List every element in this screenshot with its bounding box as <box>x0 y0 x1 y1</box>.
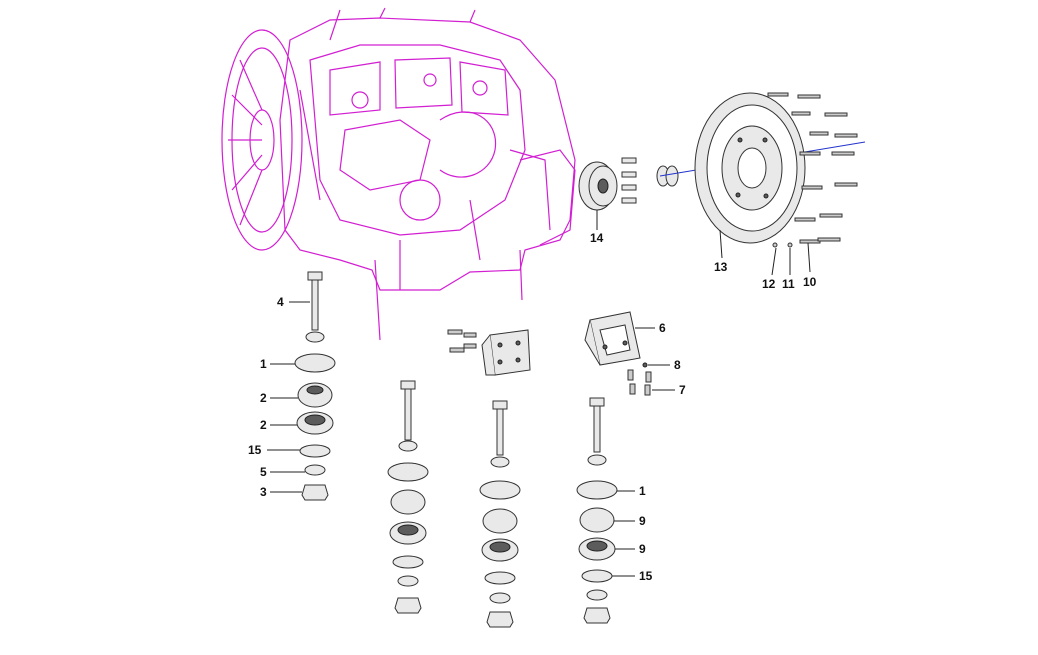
callout-14: 14 <box>590 231 604 245</box>
callout-13: 13 <box>714 260 728 274</box>
flywheel-part-13 <box>694 92 806 244</box>
engine-assembly <box>221 7 576 341</box>
callout-3: 3 <box>260 485 267 499</box>
mount-bracket-part-6 <box>584 311 641 366</box>
callout-2-lower: 2 <box>260 418 267 432</box>
bracket-bolts-left <box>447 329 477 353</box>
callout-8: 8 <box>674 358 681 372</box>
coupling-part-14 <box>578 157 637 211</box>
mount-bracket-left <box>481 329 531 376</box>
mount-stack-4 <box>576 397 618 624</box>
callout-15-right: 15 <box>639 569 653 583</box>
callout-12: 12 <box>762 277 776 291</box>
callout-9-upper: 9 <box>639 514 646 528</box>
mount-stack-2 <box>387 380 429 614</box>
callout-5: 5 <box>260 465 267 479</box>
callout-1-left: 1 <box>260 357 267 371</box>
callout-10: 10 <box>803 275 817 289</box>
mount-stack-3 <box>479 400 521 628</box>
callout-7: 7 <box>679 383 686 397</box>
callout-2-upper: 2 <box>260 391 267 405</box>
callout-11: 11 <box>782 277 795 291</box>
callout-1-right: 1 <box>639 484 646 498</box>
leader-lines <box>267 210 811 577</box>
callout-6: 6 <box>659 321 666 335</box>
cooling-fan <box>221 29 303 251</box>
bracket-bolts-part-7 <box>627 369 652 396</box>
callout-9-lower: 9 <box>639 542 646 556</box>
callout-4: 4 <box>277 295 284 309</box>
flywheel-bolts <box>767 92 858 248</box>
callout-15-left: 15 <box>248 443 262 457</box>
washer-part-8 <box>642 362 648 368</box>
mount-stack-left <box>294 271 336 501</box>
